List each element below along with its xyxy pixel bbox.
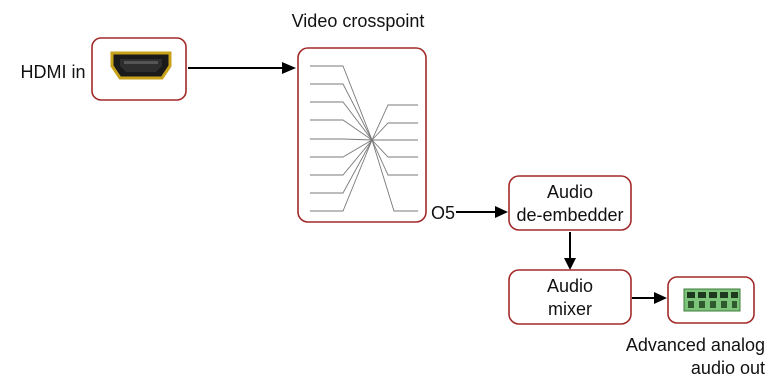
- crosspoint-box: [297, 47, 427, 223]
- output-o5-label: O5: [431, 203, 455, 223]
- analog-out-label-line1: Advanced analog: [626, 335, 765, 355]
- deembedder-label-line1: Audio: [547, 182, 593, 202]
- deembedder-arrowhead: [564, 258, 576, 270]
- crosspoint-routing: [310, 65, 418, 212]
- audio-mixer-box: [508, 269, 632, 325]
- analog-out-label-line2: audio out: [691, 358, 765, 378]
- o5-arrowhead: [495, 206, 508, 218]
- mixer-arrowhead: [654, 292, 667, 304]
- hdmi-connector-icon: [110, 51, 172, 80]
- mixer-label-line2: mixer: [548, 299, 592, 319]
- crosspoint-title: Video crosspoint: [292, 11, 425, 31]
- mixer-label-line1: Audio: [547, 276, 593, 296]
- audio-deembedder-box: [508, 175, 632, 231]
- hdmi-in-label: HDMI in: [20, 62, 85, 82]
- deembedder-label-line2: de-embedder: [516, 205, 623, 225]
- terminal-block-icon: [683, 288, 741, 312]
- hdmi-arrowhead: [282, 62, 296, 74]
